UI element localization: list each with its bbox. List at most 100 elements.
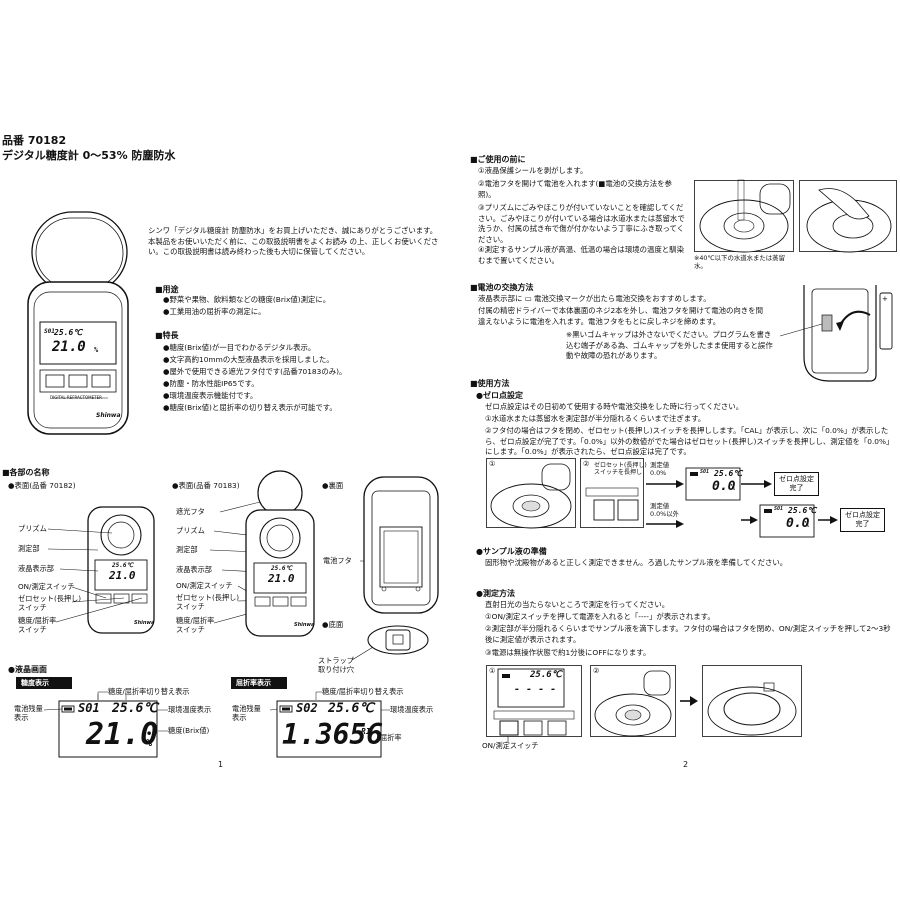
lcd-brix-value-label: 糖度(Brix値) [168,726,210,735]
part-label-lcd-70183: 液晶表示部 [176,565,212,574]
part-label-measuring-area: 測定部 [18,544,40,553]
lcd-brix-frame [58,694,158,758]
feature-item: ●糖度(Brix値)と屈折率の切り替え表示が可能です。 [163,403,337,412]
product-title: デジタル糖度計 0〜53% 防塵防水 [2,149,176,162]
lcd-ri-switch-label: 糖度/屈折率切り替え表示 [322,687,404,696]
battery-replacement-illustration: + [803,285,893,382]
front-70183-lcd-value: 21.0 [268,572,295,585]
zero-step2-number: ② [583,459,590,468]
usage-heading: ■用途 [155,285,179,294]
lcd-brix-temp-label: 環境温度表示 [168,705,212,714]
measure-step2-number: ② [593,666,600,675]
zero-text: ゼロ点設定はその日初めて使用する時や電池交換をした時に行ってください。 [485,402,744,411]
usage-item: ●野菜や果物、飲料類などの糖度(Brix値)測定に。 [163,295,331,304]
front-70183-brand: Shinwa [294,622,315,628]
lcd-brix-battery-label: 電池残量 表示 [14,704,43,722]
front-70182-label: ●表面(品番 70182) [8,481,76,490]
battery-cover-label: 電池フタ [323,556,352,565]
feature-item: ●文字高約10mmの大型液晶表示を採用しました。 [163,355,334,364]
features-heading: ■特長 [155,331,179,340]
lcd-brix-unit: % [146,738,153,749]
zero-step1-number: ① [489,459,496,468]
sample-text: 固形物や沈殿物があると正しく測定できません。ろ過したサンプル液を準備してください… [485,558,788,567]
prism-wipe-photo [799,180,897,253]
measure-text: 直射日光の当たらないところで測定を行ってください。 [485,600,670,609]
zero-text: ①水道水または蒸留水を測定部が半分隠れるくらいまで注ぎます。 [485,414,706,423]
part-label-brix-ri-switch-70183: 糖度/屈折率 スイッチ [176,616,215,634]
main-device-brand: Shinwa [96,412,121,419]
strap-hole-label: ストラップ 取り付け穴 [318,656,354,674]
front-70182-lcd-value: 21.0 [109,569,136,582]
zero-lcd1-mode: S01 [700,469,710,475]
ri-display-badge: 屈折率表示 [231,677,287,689]
lcd-ri-value: 1.3656 [282,718,384,751]
zero-measured-not00: 測定値 0.0%以外 [650,502,680,518]
sample-heading: ●サンプル液の準備 [476,547,547,556]
front-70182-brand: Shinwa [134,620,155,626]
lcd-ri-frame [276,700,382,758]
svg-text:+: + [882,295,888,303]
part-label-lcd: 液晶表示部 [18,564,54,573]
zero-lcd2-mode: S01 [774,506,784,512]
zero-done-1: ゼロ点設定 完了 [774,472,819,496]
zero-lcd2-value: 0.0 [786,516,810,531]
zero-lcd2-temp: 25.6℃ [788,506,817,515]
measure-text: ①ON/測定スイッチを押して電源を入れると「‐‐‐‐」が表示されます。 [485,612,715,621]
page-number-2: 2 [683,760,689,769]
lcd-brix-temp: 25.6℃ [112,701,158,716]
lcd-ri-temp: 25.6℃ [328,701,374,716]
zero-lcd2-unit: % [806,523,810,529]
device-illustration-main [27,211,129,435]
battery-warning: ※黒いゴムキャップは外さないでください。プログラムを書き込む端子がある為、ゴムキ… [566,330,773,361]
feature-item: ●糖度(Brix値)が一目でわかるデジタル表示。 [163,343,316,352]
before-use-heading: ■ご使用の前に [470,155,526,164]
device-front-70182 [87,506,155,634]
feature-item: ●防塵・防水性能IP65です。 [163,379,259,388]
lcd-brix-mode: S01 [78,701,100,715]
zero-text: ②フタ付の場合はフタを閉め、ゼロセット(長押し)スイッチを長押しします。「CAL… [485,426,894,457]
lcd-ri-mode: S02 [296,701,318,715]
part-label-prism-70183: プリズム [176,526,205,535]
part-label-brix-ri-switch: 糖度/屈折率 スイッチ [18,616,57,634]
part-label-on-switch-70183: ON/測定スイッチ [176,581,233,590]
on-switch-label: ON/測定スイッチ [482,741,539,750]
battery-text: 付属の精密ドライバーで本体裏面のネジ2本を外し、電池フタを開けて電池の向きを間違… [478,306,763,326]
back-label: ●裏面 [322,481,344,490]
method-heading: ■使用方法 [470,379,510,388]
before-item: ②電池フタを開けて電池を入れます(■電池の交換方法を参照)。 [478,179,672,199]
zero-measured-00: 測定値 0.0% [650,461,670,477]
main-lcd-unit: % [94,346,99,354]
prism-rinse-photo [694,179,794,253]
water-note: ※40℃以下の水道水または蒸留水。 [694,254,785,271]
zero-done-2: ゼロ点設定 完了 [840,508,885,532]
before-item: ①液晶保護シールを剥がします。 [478,166,588,175]
lcd-heading: ●液晶画面 [8,665,47,674]
page-number-1: 1 [218,760,224,769]
measure-step3-photo [702,665,802,737]
part-label-zero-switch-70183: ゼロセット(長押し) スイッチ [176,593,240,611]
front-70183-label: ●表面(品番 70183) [172,481,240,490]
product-code: 品番 70182 [2,134,67,147]
bottom-label: ●底面 [322,620,344,629]
part-label-prism: プリズム [18,524,47,533]
lcd-brix-value: 21.0 [86,717,159,752]
measure-step1-panel [486,665,582,737]
measure-step2-photo [590,665,676,737]
zero-press-label: ゼロセット(長押し) スイッチを長押し [594,462,647,477]
main-lcd-mode: S01 [44,328,55,335]
main-lcd-value: 21.0 [52,339,86,355]
device-front-70183 [245,470,315,637]
zero-lcd1-value: 0.0 [712,479,736,494]
part-label-zero-switch: ゼロセット(長押し) スイッチ [18,594,82,612]
main-device-model-text: DIGITAL REFRACTOMETER [50,395,102,400]
lcd-ri-unit: RI [361,727,371,736]
front-70183-lcd-temp: 25.6℃ [271,565,293,572]
measure-step1-number: ① [489,666,496,675]
zero-step2-panel [580,458,644,528]
measure-lcd-dashes: - - - - [514,684,557,695]
device-bottom [367,625,429,655]
lcd-ri-temp-label: 環境温度表示 [390,705,434,714]
zero-step1-photo [486,458,576,529]
main-lcd-temp: 25.6℃ [54,328,83,337]
